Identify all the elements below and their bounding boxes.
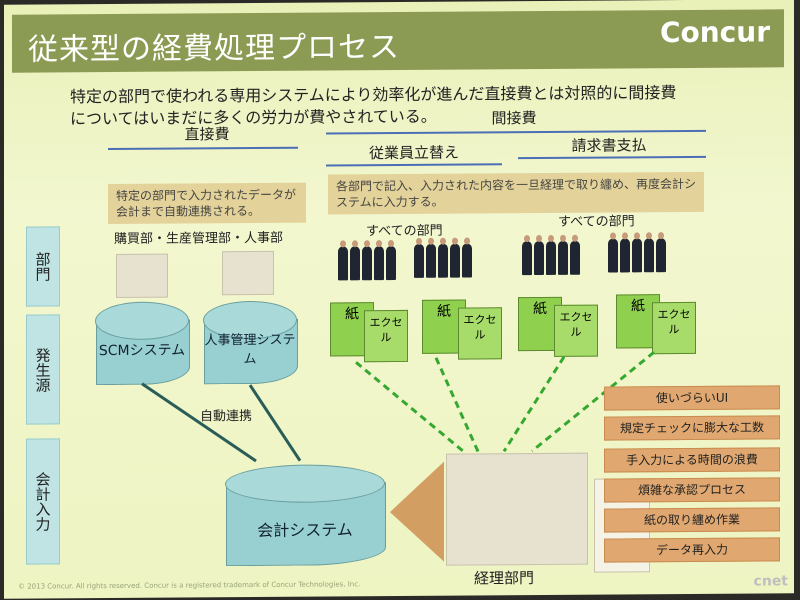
issue-3: 手入力による時間の浪費: [604, 447, 780, 473]
arrow-dash-2: [434, 357, 480, 453]
issue-4: 煩雑な承認プロセス: [604, 477, 780, 503]
arrow-dash-3: [502, 356, 566, 453]
arrow-to-accounting: [390, 461, 444, 562]
slide: 従来型の経費処理プロセス Concur 特定の部門で使われる専用システムにより効…: [4, 0, 794, 599]
arrow-scm: [141, 382, 257, 463]
issue-2: 規定チェックに膨大な工数: [604, 415, 780, 441]
accounting-staff-photo: [446, 452, 588, 566]
issue-6: データ再入力: [604, 537, 780, 563]
arrow-dash-1: [355, 361, 467, 455]
arrow-hr: [248, 384, 302, 462]
accounting-dept-label: 経理部門: [474, 569, 535, 588]
issue-1: 使いづらいUI: [604, 385, 780, 411]
arrow-dash-4: [531, 351, 655, 453]
arrow-layer: [141, 351, 655, 562]
cnet-watermark: cnet: [753, 573, 788, 590]
issue-5: 紙の取り纏め作業: [604, 507, 780, 533]
